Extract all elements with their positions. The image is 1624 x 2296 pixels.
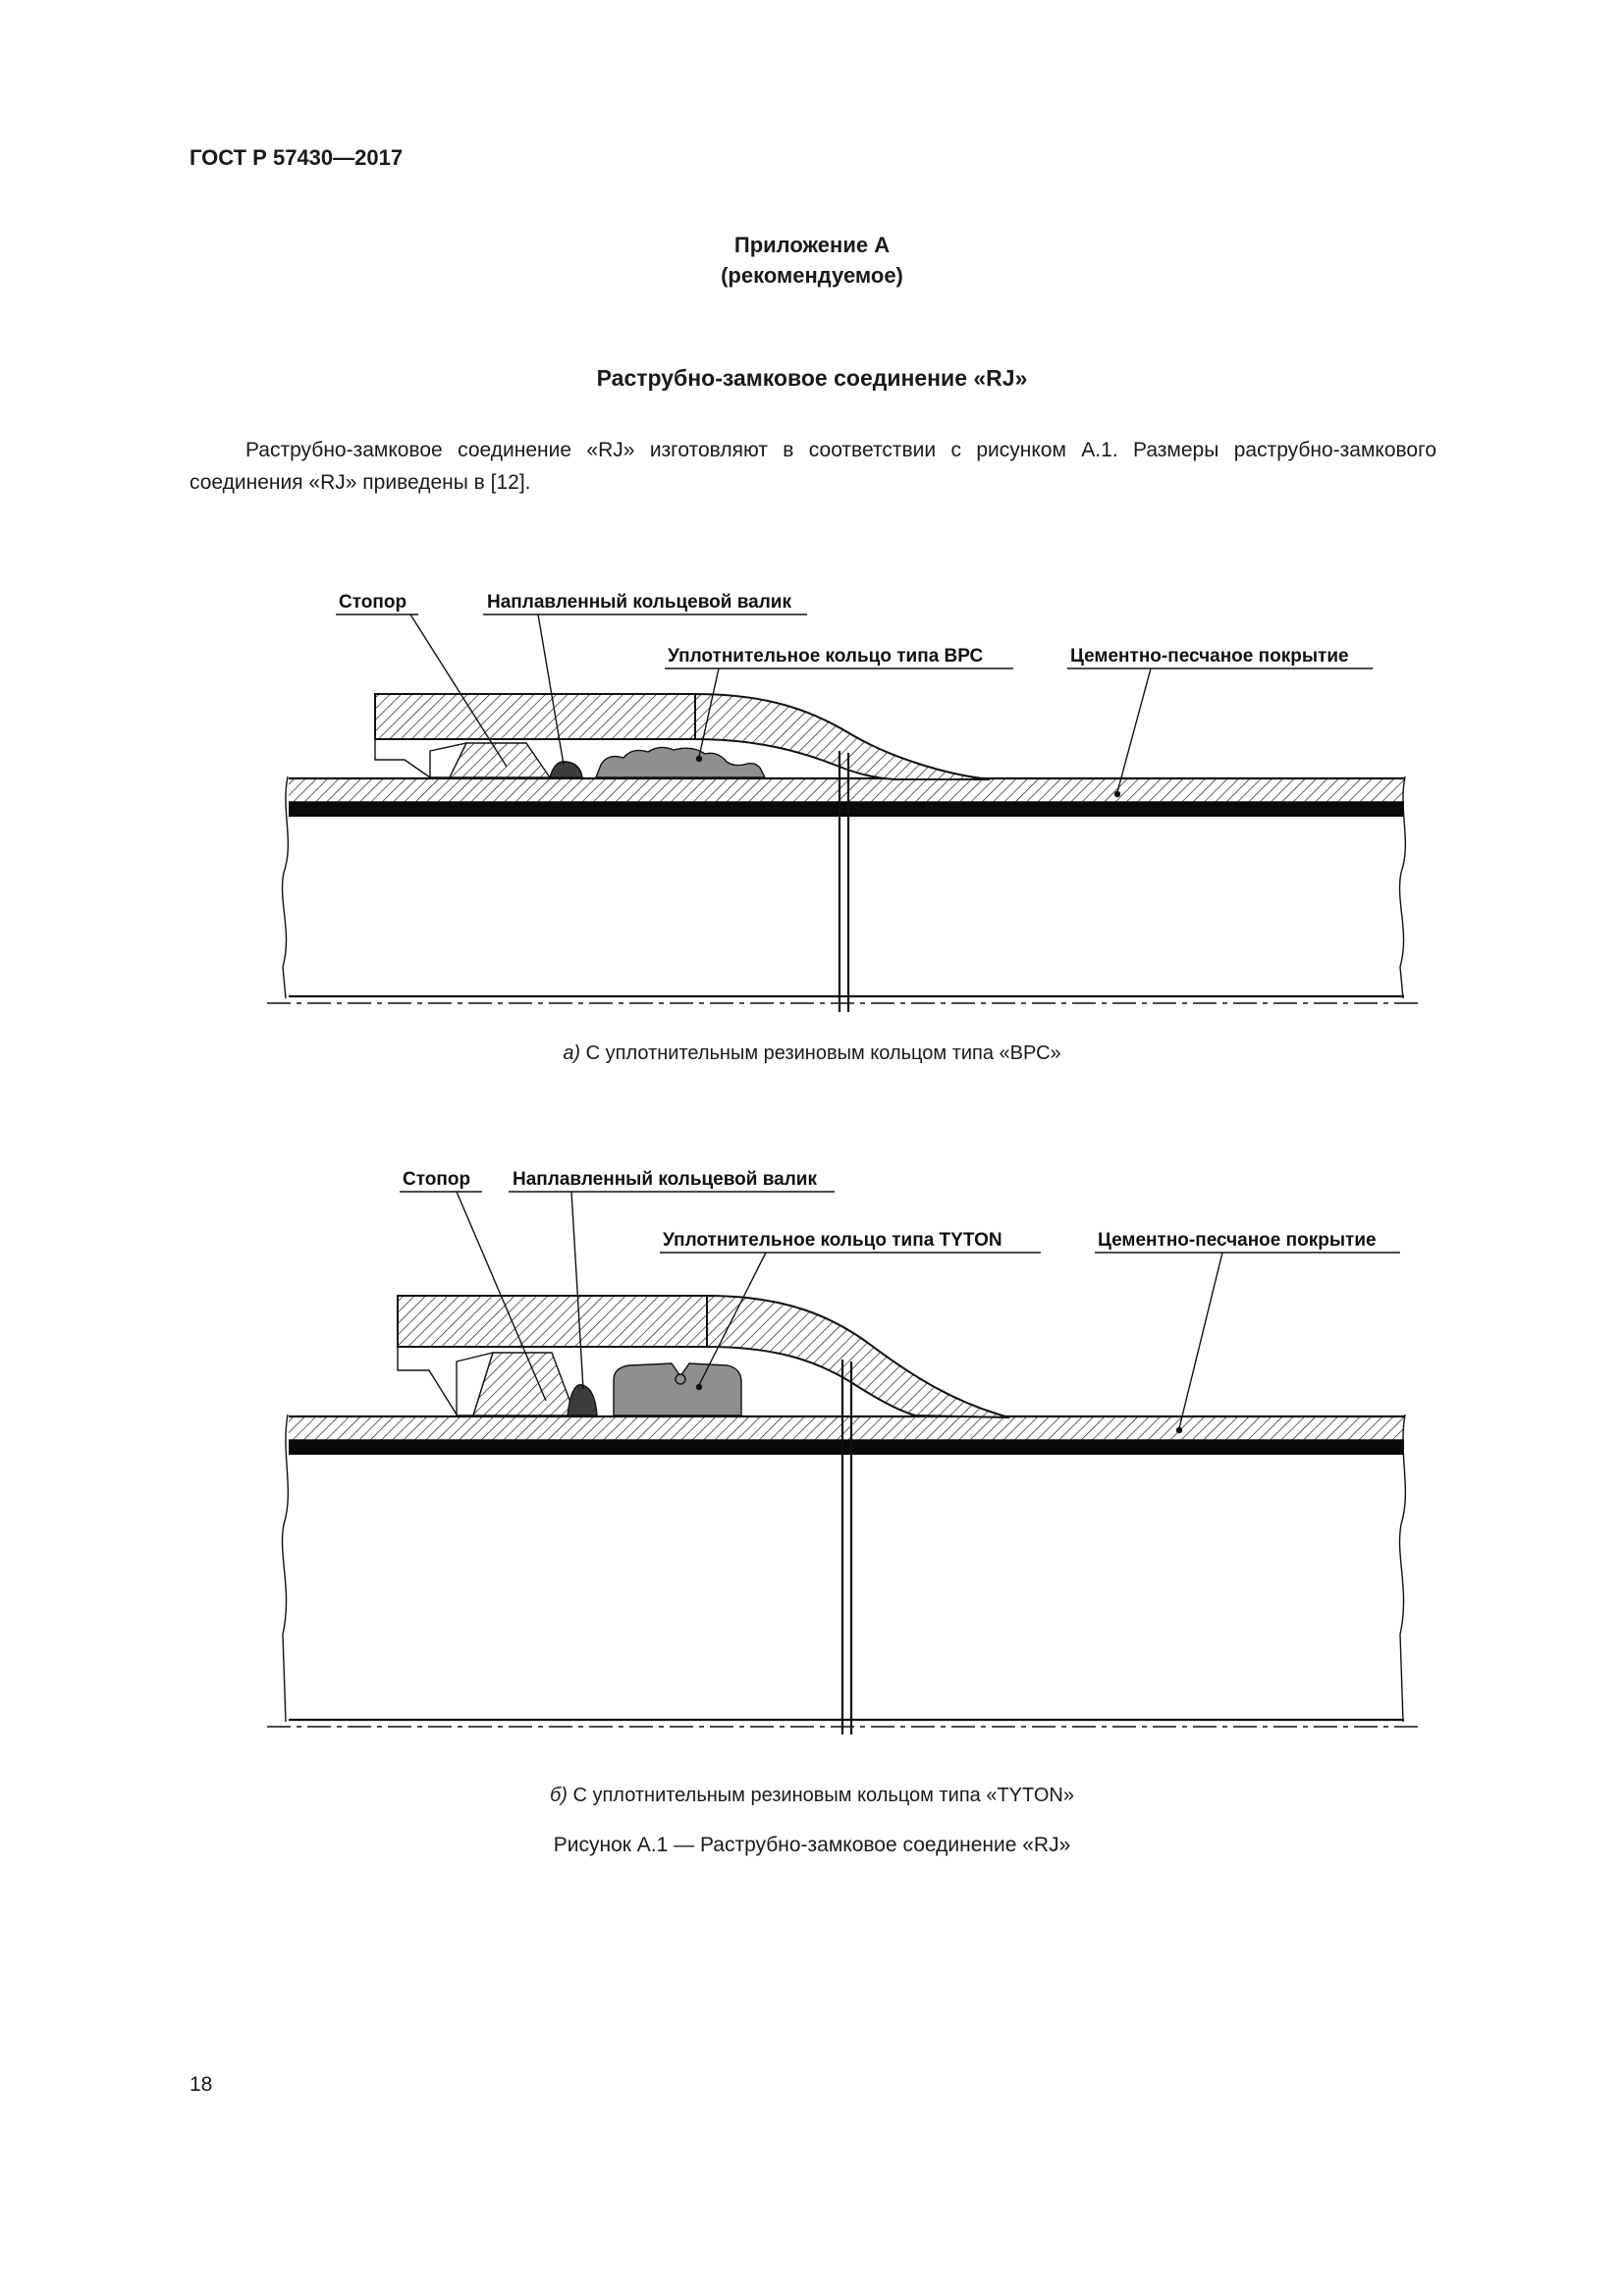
diagram-a: Стопор Наплавленный кольцевой валик Упло… xyxy=(267,592,1424,1012)
leader-stopper xyxy=(456,1191,547,1402)
leader-seal-dot xyxy=(695,755,703,763)
appendix-block: Приложение А (рекомендуемое) xyxy=(0,230,1624,291)
caption-diagram-b: б) С уплотнительным резиновым кольцом ти… xyxy=(0,1785,1624,1807)
seal-notch-detail xyxy=(675,1373,686,1385)
leader-coating-dot xyxy=(1113,790,1121,798)
diagram-b: Стопор Наплавленный кольцевой валик Упло… xyxy=(267,1169,1424,1735)
leader-seal xyxy=(698,1252,767,1386)
caption-diagram-a: а) С уплотнительным резиновым кольцом ти… xyxy=(0,1042,1624,1065)
page-number: 18 xyxy=(189,2073,213,2096)
label-weld-bead: Наплавленный кольцевой валик xyxy=(513,1169,817,1190)
pipe-wall-band xyxy=(289,1440,1404,1455)
rubber-seal-bpc xyxy=(594,746,767,778)
pipe-wall-band xyxy=(289,802,1404,817)
figure-caption: Рисунок А.1 — Раструбно-замковое соедине… xyxy=(553,1834,1071,1856)
bell-curved-wall xyxy=(694,692,991,780)
weld-bead xyxy=(549,761,583,778)
section-heading: Раструбно-замковое соединение «RJ» xyxy=(596,365,1028,391)
cement-coating-band xyxy=(289,1416,1404,1440)
label-weld-bead: Наплавленный кольцевой валик xyxy=(487,592,791,613)
caption-a-prefix: а) xyxy=(563,1042,581,1064)
break-line-right xyxy=(1398,775,1407,999)
leader-coating xyxy=(1178,1252,1223,1429)
leader-seal-dot xyxy=(695,1383,703,1391)
cement-coating-band xyxy=(289,778,1404,802)
bell-mouth-edge xyxy=(374,739,431,778)
bell-flange xyxy=(374,693,696,740)
bell-flange xyxy=(397,1295,708,1348)
break-line-left xyxy=(281,775,290,999)
rubber-seal-tyton xyxy=(613,1362,742,1416)
bell-curved-wall xyxy=(706,1294,1010,1418)
caption-b-prefix: б) xyxy=(549,1785,568,1806)
label-stopper: Стопор xyxy=(403,1169,470,1190)
label-seal: Уплотнительное кольцо типа TYTON xyxy=(663,1230,1002,1251)
leader-stopper xyxy=(409,614,508,768)
label-coating: Цементно-песчаное покрытие xyxy=(1098,1230,1377,1251)
leader-seal xyxy=(698,667,720,758)
caption-a-text: С уплотнительным резиновым кольцом типа … xyxy=(580,1042,1061,1064)
label-seal: Уплотнительное кольцо типа ВРС xyxy=(668,646,983,667)
document-header: ГОСТ Р 57430—2017 xyxy=(189,145,404,170)
label-coating: Цементно-песчаное покрытие xyxy=(1070,646,1349,667)
body-paragraph: Раструбно-замковое соединение «RJ» изгот… xyxy=(189,439,1436,494)
appendix-subtitle: (рекомендуемое) xyxy=(721,263,903,288)
weld-bead xyxy=(567,1384,598,1416)
leader-weld-bead xyxy=(537,614,565,766)
leader-coating-dot xyxy=(1175,1426,1183,1434)
break-line-right xyxy=(1398,1414,1407,1723)
bell-mouth-edge xyxy=(397,1347,458,1415)
label-stopper: Стопор xyxy=(339,592,406,613)
lock-stopper xyxy=(448,742,552,778)
appendix-title: Приложение А xyxy=(733,233,891,257)
caption-b-text: С уплотнительным резиновым кольцом типа … xyxy=(567,1785,1074,1806)
leader-coating xyxy=(1116,667,1152,793)
leader-weld-bead xyxy=(570,1191,584,1390)
break-line-left xyxy=(281,1414,290,1723)
